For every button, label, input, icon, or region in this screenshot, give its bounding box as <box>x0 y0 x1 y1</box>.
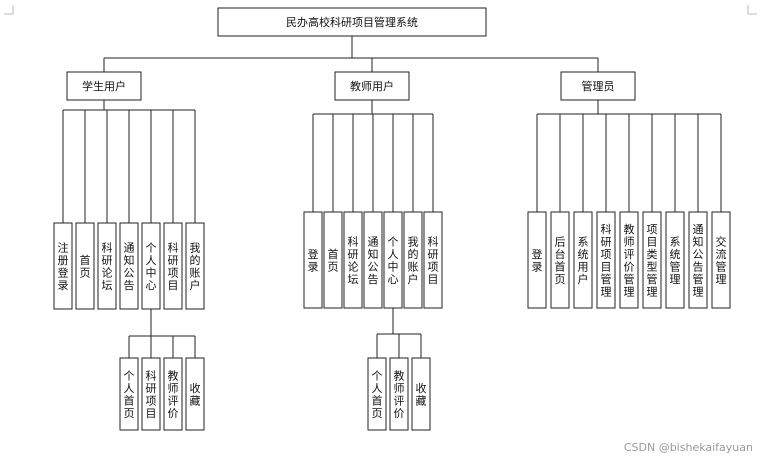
role-1-module-5-label: 我的账户 <box>408 236 419 287</box>
role-2-label: 管理员 <box>582 79 615 93</box>
role-1-module-5-box <box>403 211 423 309</box>
role-1-module-6-label: 科研项目 <box>428 235 439 287</box>
role-0-module-1-label: 首页 <box>80 253 91 280</box>
role-1-module-4-label: 个人中心 <box>388 236 399 287</box>
role-1-submodule-1-box <box>389 357 409 431</box>
role-0-label: 学生用户 <box>82 79 126 93</box>
role-2-module-6-box <box>665 211 685 309</box>
role-2-module-0-box <box>527 211 547 309</box>
role-2-module-4-box <box>619 211 639 309</box>
role-0-module-3-box <box>119 222 139 310</box>
role-0-submodule-2-label: 教师评价 <box>168 370 179 421</box>
role-0-module-1-box <box>75 222 95 310</box>
role-0-submodule-0-label: 个人首页 <box>124 370 135 421</box>
root-node-box <box>217 7 487 37</box>
role-0-module-6-box <box>185 222 205 310</box>
role-0-module-0-label: 注册登录 <box>58 241 69 293</box>
root-node-label: 民办高校科研项目管理系统 <box>286 15 418 29</box>
role-2-module-5-label: 项目类型管理 <box>647 223 658 299</box>
role-2-module-7-label: 通知公告管理 <box>693 223 704 299</box>
role-2-module-4-label: 教师评价管理 <box>624 223 635 299</box>
role-1-box <box>334 71 410 101</box>
role-0-module-6-label: 我的账户 <box>190 242 201 293</box>
role-1-submodule-2-label: 收藏 <box>416 381 427 408</box>
role-1-module-0-box <box>303 211 323 309</box>
role-1-label: 教师用户 <box>350 79 394 93</box>
role-0-submodule-3-label: 收藏 <box>190 381 201 408</box>
role-1-module-3-box <box>363 211 383 309</box>
role-0-submodule-3-box <box>185 357 205 431</box>
role-1-submodule-2-box <box>411 357 431 431</box>
role-0-module-2-label: 科研论坛 <box>102 241 113 293</box>
role-1-submodule-0-label: 个人首页 <box>372 370 383 421</box>
role-1-module-3-label: 通知公告 <box>368 236 379 287</box>
watermark: CSDN @bishekaifayuan <box>623 441 753 454</box>
role-1-submodule-1-label: 教师评价 <box>394 370 405 421</box>
role-0-module-5-box <box>163 222 183 310</box>
role-2-module-5-box <box>642 211 662 309</box>
role-0-module-2-box <box>97 222 117 310</box>
role-2-module-0-label: 登录 <box>532 247 543 274</box>
role-1-module-1-label: 首页 <box>328 247 339 274</box>
role-0-module-4-label: 个人中心 <box>146 242 157 293</box>
role-1-module-1-box <box>323 211 343 309</box>
role-1-module-2-box <box>343 211 363 309</box>
role-0-box <box>66 71 142 101</box>
role-0-submodule-1-box <box>141 357 161 431</box>
role-2-module-7-box <box>688 211 708 309</box>
role-2-module-1-box <box>550 211 570 309</box>
role-2-module-3-label: 科研项目管理 <box>601 222 612 299</box>
role-2-module-8-box <box>711 211 731 309</box>
role-0-module-3-label: 通知公告 <box>124 242 135 293</box>
role-0-module-0-box <box>53 222 73 310</box>
role-0-submodule-1-label: 科研项目 <box>146 369 157 421</box>
role-0-submodule-0-box <box>119 357 139 431</box>
role-1-module-6-box <box>423 211 443 309</box>
role-1-module-2-label: 科研论坛 <box>348 235 359 287</box>
role-2-module-2-box <box>573 211 593 309</box>
role-1-module-0-label: 登录 <box>308 247 319 274</box>
role-2-box <box>560 71 636 101</box>
role-0-submodule-2-box <box>163 357 183 431</box>
role-2-module-2-label: 系统用户 <box>578 236 589 287</box>
role-2-module-3-box <box>596 211 616 309</box>
role-0-module-5-label: 科研项目 <box>168 241 179 293</box>
role-2-module-6-label: 系统管理 <box>670 236 681 287</box>
corner-mark-right <box>747 0 757 15</box>
corner-mark-left <box>4 0 14 15</box>
role-2-module-1-label: 后台首页 <box>555 236 566 287</box>
role-1-submodule-0-box <box>367 357 387 431</box>
role-2-module-8-label: 交流管理 <box>716 235 727 287</box>
